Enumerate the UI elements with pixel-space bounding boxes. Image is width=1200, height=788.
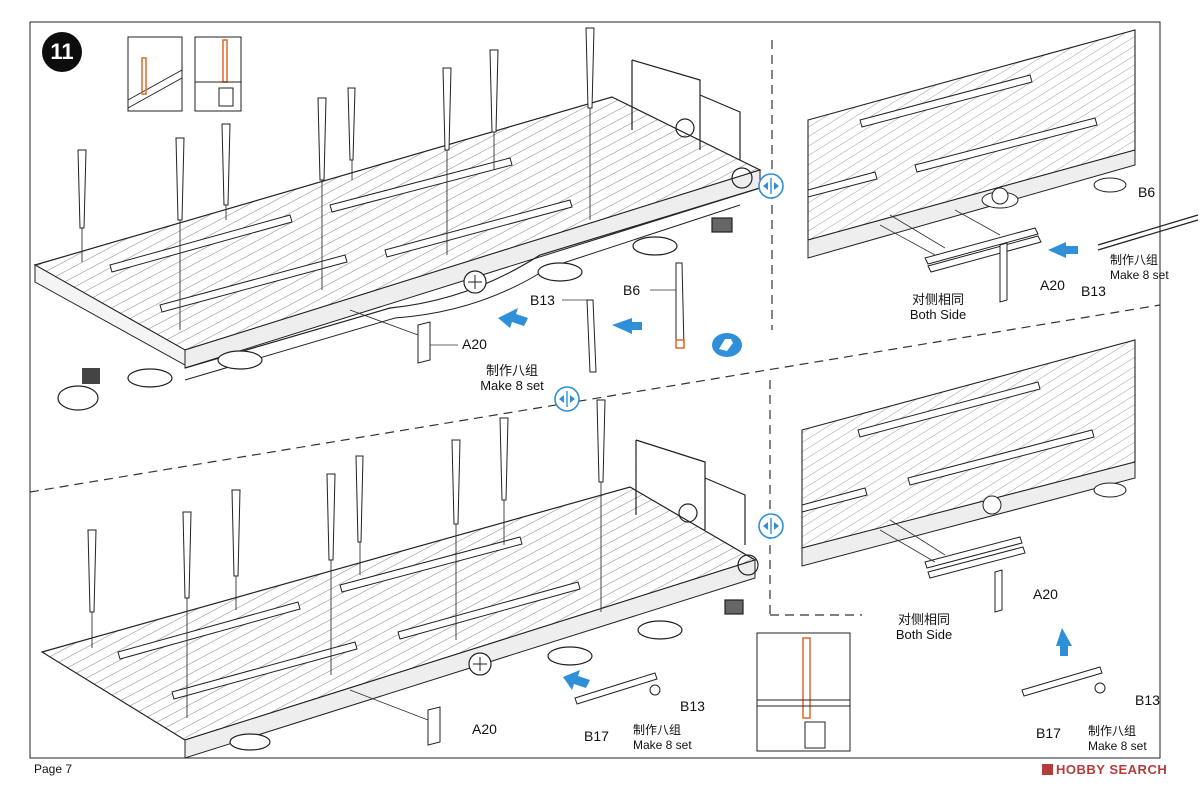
flip-rotate-icon: [554, 386, 580, 412]
note-en: Both Side: [909, 307, 967, 322]
note-en: Make 8 set: [1110, 268, 1169, 282]
part-label-b6: B6: [1138, 184, 1156, 200]
part-label-b13: B13: [1081, 283, 1106, 299]
note-en: Make 8 set: [1088, 739, 1147, 753]
part-label-a20: A20: [1040, 277, 1065, 293]
note-cn: 制作八组: [1088, 724, 1137, 738]
note-make8-top-right: 制作八组 Make 8 set: [1110, 253, 1169, 283]
note-both-side-top: 对侧相同 Both Side: [893, 292, 983, 322]
divider-diagonal: [29, 304, 1161, 493]
inset-details-top: [127, 36, 242, 112]
part-label-b17: B17: [584, 728, 609, 744]
step-badge: 11: [42, 32, 82, 72]
note-both-side-bottom: 对侧相同 Both Side: [878, 612, 970, 642]
note-cn: 制作八组: [1110, 253, 1159, 267]
inset-detail-bottom: [756, 632, 851, 752]
deck: [33, 96, 762, 351]
watermark-logo-icon: [1042, 764, 1053, 775]
flip-rotate-icon: [758, 513, 784, 539]
part-label-b6: B6: [623, 282, 641, 298]
note-make8-bottom-left: 制作八组 Make 8 set: [633, 723, 692, 753]
part-label-a20: A20: [472, 721, 497, 737]
glue-icon: [712, 333, 742, 357]
note-en: Make 8 set: [633, 738, 692, 752]
watermark-text: HOBBY SEARCH: [1056, 762, 1168, 777]
page-frame: [29, 21, 1161, 759]
arrow-indicators: [498, 242, 1078, 690]
page-number: Page 7: [34, 762, 73, 776]
note-cn: 对侧相同: [897, 612, 950, 627]
part-label-b17: B17: [1036, 725, 1061, 741]
part-label-b13: B13: [680, 698, 705, 714]
detail-bottom-right: [801, 339, 1136, 697]
note-make8-top-left: 制作八组 Make 8 set: [472, 363, 552, 393]
detail-top-right: [807, 29, 1199, 303]
note-cn: 制作八组: [485, 363, 538, 378]
note-make8-bottom-right: 制作八组 Make 8 set: [1088, 724, 1147, 754]
note-en: Make 8 set: [480, 378, 544, 393]
watermark: HOBBY SEARCH: [1042, 762, 1167, 777]
part-label-a20: A20: [1033, 586, 1058, 602]
coupler-block: [82, 368, 100, 384]
note-cn: 制作八组: [633, 723, 682, 737]
part-label-b13: B13: [530, 292, 555, 308]
flatcar-bottom-left: [40, 399, 759, 759]
note-cn: 对侧相同: [911, 292, 964, 307]
part-label-a20: A20: [462, 336, 487, 352]
note-en: Both Side: [895, 627, 953, 642]
flip-rotate-icon: [758, 173, 784, 199]
part-label-b13: B13: [1135, 692, 1160, 708]
flatcar-top-left: [33, 27, 762, 411]
